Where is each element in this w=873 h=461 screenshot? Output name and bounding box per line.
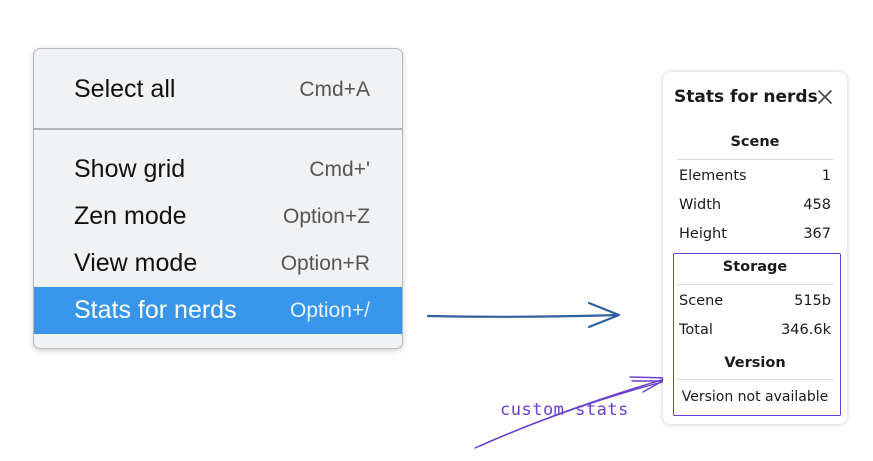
menu-item-label: Zen mode	[74, 202, 187, 230]
stat-label: Width	[679, 197, 722, 213]
menu-to-panel-arrow	[426, 301, 621, 329]
stat-label: Elements	[679, 168, 747, 184]
menu-item-shortcut: Option+Z	[283, 204, 370, 228]
stat-value: 515b	[794, 293, 831, 309]
custom-stats-highlight-box	[673, 253, 841, 416]
divider	[677, 379, 833, 380]
stat-value: 1	[821, 168, 831, 184]
menu-item-label: Select all	[74, 75, 176, 103]
menu-item-view-mode[interactable]: View mode Option+R	[34, 240, 402, 287]
stat-row-total-size: Total 346.6k	[679, 322, 831, 338]
menu-item-select-all[interactable]: Select all Cmd+A	[34, 66, 402, 113]
menu-item-label: Stats for nerds	[74, 296, 237, 324]
divider	[677, 159, 833, 160]
stat-value: 346.6k	[781, 322, 831, 338]
stats-panel-title: Stats for nerds	[674, 87, 818, 107]
version-section-heading: Version	[724, 355, 786, 371]
menu-item-label: Show grid	[74, 155, 186, 183]
version-text: Version not available	[681, 389, 829, 405]
stat-label: Total	[679, 322, 713, 338]
scene-section-heading: Scene	[730, 134, 780, 150]
divider	[677, 284, 833, 285]
stat-row-height: Height 367	[679, 226, 831, 242]
menu-item-shortcut: Option+/	[290, 298, 370, 322]
menu-item-zen-mode[interactable]: Zen mode Option+Z	[34, 193, 402, 240]
menu-item-shortcut: Cmd+'	[309, 157, 370, 181]
storage-section-heading: Storage	[722, 259, 788, 275]
stat-row-width: Width 458	[679, 197, 831, 213]
menu-item-label: View mode	[74, 249, 198, 277]
stat-row-scene-size: Scene 515b	[679, 293, 831, 309]
menu-item-show-grid[interactable]: Show grid Cmd+'	[34, 146, 402, 193]
close-icon[interactable]	[815, 87, 835, 107]
stat-label: Height	[679, 226, 727, 242]
context-menu: Select all Cmd+A Show grid Cmd+' Zen mod…	[33, 48, 403, 349]
custom-stats-annotation: custom stats	[500, 400, 629, 420]
menu-item-stats-for-nerds[interactable]: Stats for nerds Option+/	[34, 287, 402, 334]
menu-item-shortcut: Cmd+A	[299, 77, 370, 101]
stat-value: 458	[803, 197, 831, 213]
menu-item-shortcut: Option+R	[280, 251, 370, 275]
stat-value: 367	[803, 226, 831, 242]
stats-panel: Stats for nerds Scene Elements 1 Width 4…	[663, 72, 847, 424]
stat-label: Scene	[679, 293, 724, 309]
menu-divider	[34, 128, 402, 130]
stat-row-elements: Elements 1	[679, 168, 831, 184]
